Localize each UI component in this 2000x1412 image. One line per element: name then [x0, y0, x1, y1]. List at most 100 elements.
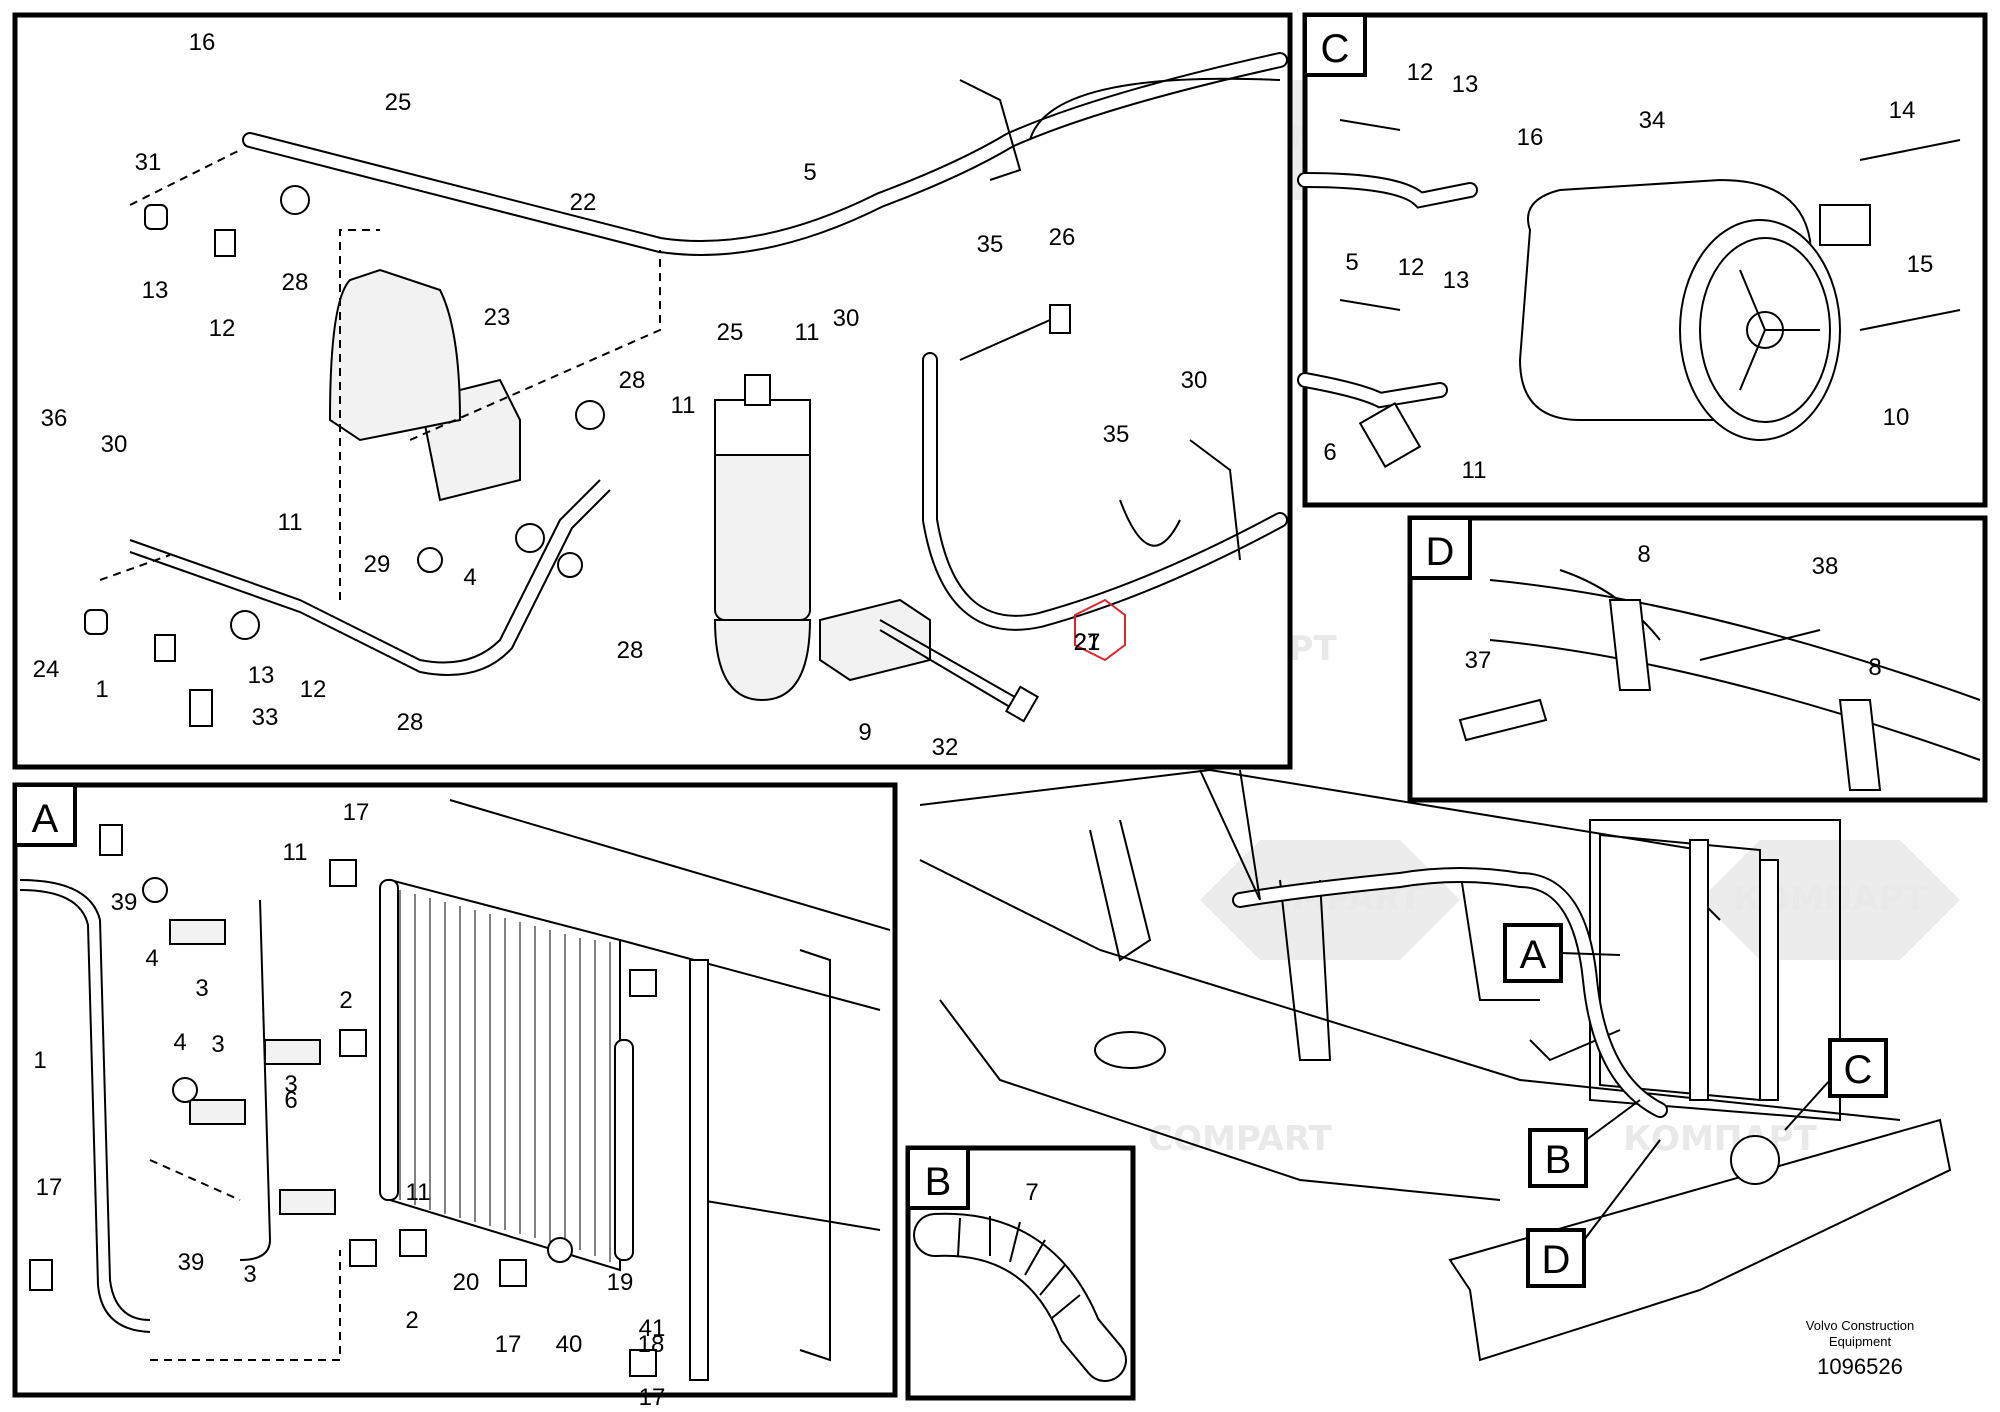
callout-a-6: 6 [284, 1087, 297, 1114]
callout-c-12: 12 [1398, 254, 1425, 281]
callout-main-28: 28 [397, 709, 424, 736]
overview-tag-b-box[interactable] [1528, 1128, 1588, 1188]
callout-main-12: 12 [209, 315, 236, 342]
callout-main-13: 13 [142, 277, 169, 304]
pipe-32[interactable] [129, 479, 601, 664]
callout-main-27: 27 [1074, 629, 1101, 656]
watermark-text: КОМПАРТ [1623, 1119, 1817, 1159]
callout-main-32: 32 [932, 734, 959, 761]
callout-c-16: 16 [1517, 124, 1544, 151]
callout-main-11: 11 [795, 319, 820, 346]
callout-main-30: 30 [833, 305, 860, 332]
panel-b: B [905, 1145, 1136, 1401]
callout-a-11: 11 [406, 1179, 431, 1206]
panel-d-tag: D [1426, 530, 1455, 574]
overview-tag-d-box[interactable] [1526, 1228, 1586, 1288]
callout-main-30: 30 [1181, 367, 1208, 394]
callout-a-4: 4 [173, 1029, 186, 1056]
panel-b-tag: B [925, 1160, 952, 1204]
main-panel [12, 12, 1293, 770]
callouts-d: 8 38 37 8 [1465, 541, 1882, 681]
hose-7[interactable] [913, 1212, 1127, 1382]
callout-c-12: 12 [1407, 59, 1434, 86]
callout-a-19: 19 [607, 1269, 634, 1296]
callout-main-12: 12 [300, 676, 327, 703]
callout-main-22: 22 [570, 189, 597, 216]
callout-c-11: 11 [1462, 457, 1487, 484]
callout-a-2: 2 [405, 1307, 418, 1334]
callout-a-18: 18 [638, 1331, 665, 1358]
callout-main-28: 28 [282, 269, 309, 296]
callouts-b: 7 [1025, 1179, 1038, 1206]
callout-a-17: 17 [495, 1331, 522, 1358]
callout-a-40: 40 [556, 1331, 583, 1358]
callout-main-29: 29 [364, 551, 391, 578]
callout-main-11: 11 [278, 509, 303, 536]
callout-a-17: 17 [343, 799, 370, 826]
bracket-41 [689, 959, 709, 1381]
callout-main-5: 5 [803, 159, 816, 186]
callout-a-39: 39 [178, 1249, 205, 1276]
callout-c-13: 13 [1452, 71, 1479, 98]
callout-main-33: 33 [252, 704, 279, 731]
callout-d-8: 8 [1637, 541, 1650, 568]
callout-main-25: 25 [717, 319, 744, 346]
pressure-switch-9[interactable] [189, 689, 213, 727]
callout-a-17: 17 [639, 1384, 666, 1411]
condenser-20[interactable] [379, 878, 634, 1272]
bolt-12 [214, 229, 236, 257]
callout-main-28: 28 [617, 637, 644, 664]
callout-main-35: 35 [1103, 421, 1130, 448]
overview-tag-b[interactable]: B [1545, 1138, 1572, 1182]
overview-tag-a[interactable]: A [1520, 933, 1547, 977]
drawing-number: 1096526 [1817, 1354, 1903, 1379]
overview-tags: A B C D [1503, 923, 1888, 1288]
callout-main-9: 9 [858, 719, 871, 746]
overview-frame [919, 768, 1952, 1362]
overview-tag-d[interactable]: D [1542, 1238, 1571, 1282]
callout-main-30: 30 [101, 431, 128, 458]
panel-c: C [1297, 12, 1988, 508]
overview-tag-c[interactable]: C [1844, 1048, 1873, 1092]
callout-a-3: 3 [284, 1071, 297, 1098]
callout-a-2: 2 [339, 987, 352, 1014]
callout-main-16: 16 [189, 29, 216, 56]
callout-main-13: 13 [248, 662, 275, 689]
callout-c-15: 15 [1907, 251, 1934, 278]
callout-b-7: 7 [1025, 1179, 1038, 1206]
callout-main-11: 11 [671, 392, 696, 419]
callout-c-6: 6 [1323, 439, 1336, 466]
callout-a-4: 4 [145, 945, 158, 972]
callout-main-36: 36 [41, 405, 68, 432]
callout-main-26: 26 [1049, 224, 1076, 251]
callout-main-1: 1 [95, 676, 108, 703]
receiver-drier[interactable] [713, 374, 812, 702]
callout-d-38: 38 [1812, 553, 1839, 580]
callout-a-3: 3 [211, 1031, 224, 1058]
callout-main-25: 25 [385, 89, 412, 116]
callout-d-37: 37 [1465, 647, 1492, 674]
callout-main-31: 31 [135, 149, 162, 176]
panel-d: D [1407, 515, 1988, 803]
callout-d-8: 8 [1868, 654, 1881, 681]
overview-tag-a-box[interactable] [1503, 923, 1563, 983]
overview-tag-c-box[interactable] [1828, 1038, 1888, 1098]
callout-c-5: 5 [1345, 249, 1358, 276]
compressor-34[interactable] [1518, 178, 1841, 441]
callout-a-1: 1 [33, 1047, 46, 1074]
callout-main-28: 28 [619, 367, 646, 394]
callout-main-23: 23 [484, 304, 511, 331]
callout-a-20: 20 [453, 1269, 480, 1296]
callout-a-3: 3 [195, 975, 208, 1002]
callout-main-4: 4 [463, 564, 476, 591]
callout-main-24: 24 [33, 656, 60, 683]
footer-company-line1: Volvo Construction [1806, 1318, 1914, 1333]
footer-company-line2: Equipment [1829, 1334, 1892, 1349]
panel-a: A [12, 782, 898, 1398]
callout-c-13: 13 [1443, 267, 1470, 294]
callout-c-10: 10 [1883, 404, 1910, 431]
highlight-marker-1 [1074, 598, 1126, 662]
callout-main-21: 21 [1074, 629, 1101, 656]
